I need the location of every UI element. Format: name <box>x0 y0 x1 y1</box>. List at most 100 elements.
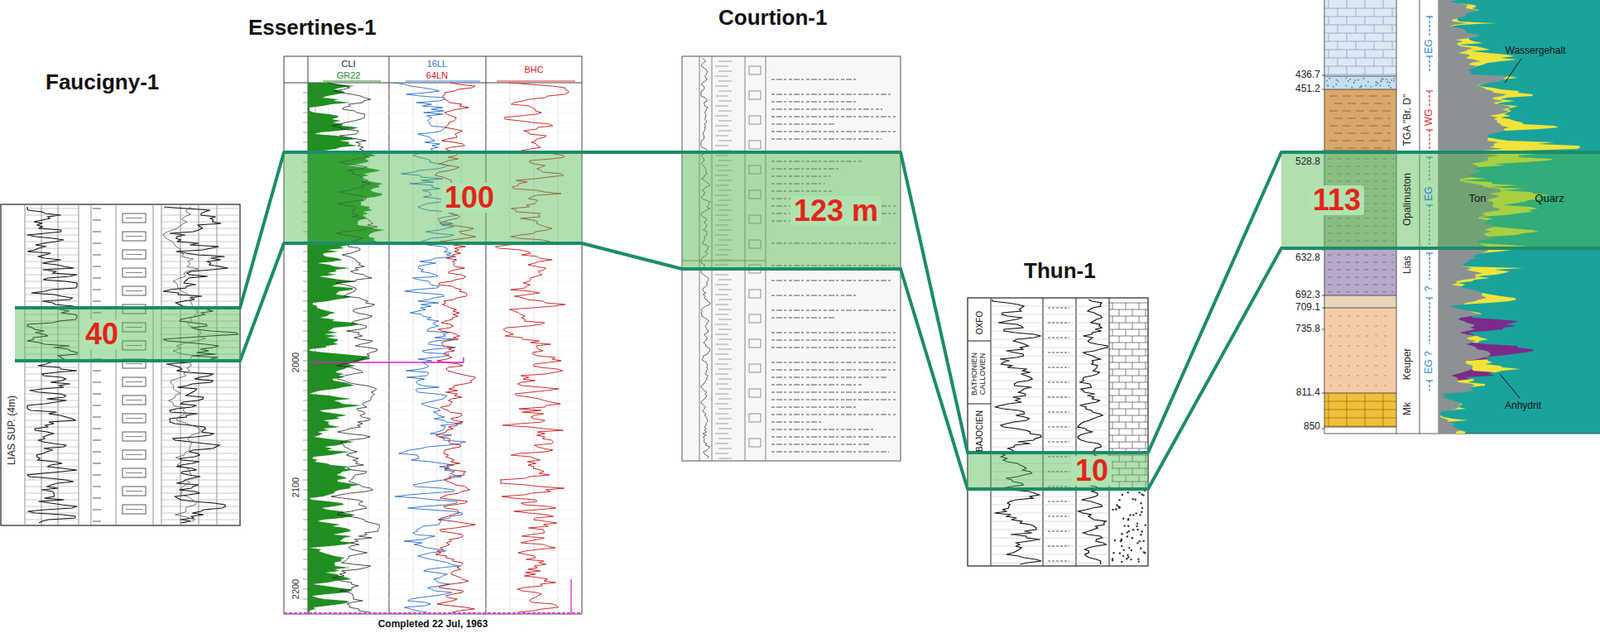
lithology-symbol <box>1329 125 1391 127</box>
lithology-symbol <box>749 314 761 323</box>
depth-tick <box>302 380 308 382</box>
lithology-symbol <box>1145 402 1147 409</box>
depth-tick <box>302 122 308 124</box>
grid-line <box>24 460 79 462</box>
lithology-symbol <box>1389 86 1392 89</box>
correlation-band: 10 <box>967 451 1149 491</box>
lias-layer <box>1324 248 1397 296</box>
lithology-symbol <box>1141 507 1144 510</box>
lithology-symbol <box>1132 389 1134 396</box>
lithology-symbol <box>122 504 146 515</box>
lithology-symbol <box>1134 498 1137 500</box>
lithology-symbol <box>1138 302 1140 310</box>
lithology-symbol <box>1328 418 1330 427</box>
lithology-symbol <box>718 329 732 331</box>
lithology-symbol <box>1383 0 1384 9</box>
lithology-symbol <box>1349 78 1351 81</box>
lithology-symbol <box>1367 81 1370 83</box>
depth-tick <box>302 490 308 491</box>
depth-tick <box>302 261 308 263</box>
lithology-symbol <box>1329 110 1391 112</box>
depth-tick <box>302 360 308 362</box>
log-annotation: Anhydrit <box>1504 400 1542 412</box>
lithology-symbol <box>1119 349 1120 356</box>
grid-line <box>161 261 241 263</box>
grid-line <box>24 400 79 402</box>
grid-line <box>24 407 79 409</box>
lithology-symbol <box>1328 393 1330 402</box>
lithology-symbol <box>1324 74 1397 76</box>
correlation-line <box>581 150 683 154</box>
lithology-symbol <box>1374 57 1375 67</box>
depth-mark: 709.1 <box>1295 302 1321 313</box>
lithology-symbol <box>1138 540 1140 543</box>
lithology-symbol <box>715 443 729 445</box>
correlation-line <box>900 269 968 490</box>
lithology-symbol <box>1137 560 1139 563</box>
grid-line <box>161 393 241 395</box>
lithology-symbol <box>749 66 761 75</box>
lithology-symbol <box>1138 355 1140 363</box>
layer-boundary <box>1324 393 1397 394</box>
marl-layer <box>1324 76 1397 90</box>
correlation-band: 123 m <box>682 150 901 271</box>
interval-arrow <box>1426 129 1433 130</box>
handwriting <box>771 279 892 282</box>
lithology-symbol <box>1346 401 1348 410</box>
lithology-symbol <box>1355 41 1357 50</box>
lithology-symbol <box>122 486 146 496</box>
lithology-symbol <box>1327 292 1394 294</box>
lithology-symbol <box>1324 33 1397 34</box>
lithology-symbol <box>1379 84 1382 87</box>
lithology-symbol <box>122 231 146 241</box>
lithology-symbol <box>1119 336 1120 343</box>
lithology-symbol <box>1125 408 1127 416</box>
lithology-symbol <box>1109 309 1149 311</box>
lithology-symbol <box>1132 442 1134 449</box>
lithology-symbol <box>125 454 143 456</box>
lithology-symbol <box>1364 0 1366 9</box>
lithology-symbol <box>749 115 761 125</box>
lithology-symbol <box>1346 409 1348 419</box>
lithology-symbol <box>1346 49 1348 58</box>
grid-line <box>990 314 1110 316</box>
thickness-value: 10 <box>1071 456 1112 486</box>
lithology-symbol <box>1119 322 1120 330</box>
scale-line <box>322 81 381 82</box>
lithology-symbol <box>718 140 732 142</box>
lithology-symbol <box>1138 382 1140 390</box>
handwriting <box>771 346 896 349</box>
lithology-symbol <box>1125 329 1127 337</box>
depth-tick <box>302 281 308 283</box>
depth-tick <box>302 370 308 372</box>
lithology-symbol <box>1326 84 1329 87</box>
lithology-symbol <box>1138 491 1140 494</box>
lithology-symbol <box>1145 428 1147 436</box>
log-frame <box>0 204 241 526</box>
lithology-symbol <box>1139 533 1142 536</box>
grid-line <box>161 506 241 508</box>
grid-line <box>990 405 1110 407</box>
lithology-symbol <box>1380 77 1383 80</box>
lithology-symbol <box>1334 103 1391 105</box>
lithology-symbol <box>1145 415 1147 423</box>
lithology-symbol <box>122 268 146 278</box>
grid-line <box>161 268 241 270</box>
handwriting <box>771 331 896 334</box>
lithology-symbol <box>715 403 729 405</box>
grid-line <box>307 430 582 432</box>
grid-line <box>24 221 79 223</box>
lithology-symbol <box>1126 535 1129 538</box>
handwriting <box>1047 500 1070 502</box>
lithology-symbol <box>1125 557 1128 560</box>
handwriting <box>771 428 876 431</box>
handwriting <box>771 123 835 125</box>
lithology-symbol <box>1385 78 1388 81</box>
lithology-symbol <box>1324 409 1397 411</box>
lithology-symbol <box>122 432 146 442</box>
lithology-symbol <box>1355 57 1357 67</box>
interval-arrow <box>1428 91 1430 106</box>
depth-tick <box>92 266 101 268</box>
depth-mark: 632.8 <box>1295 252 1321 264</box>
grid-line <box>115 204 117 526</box>
